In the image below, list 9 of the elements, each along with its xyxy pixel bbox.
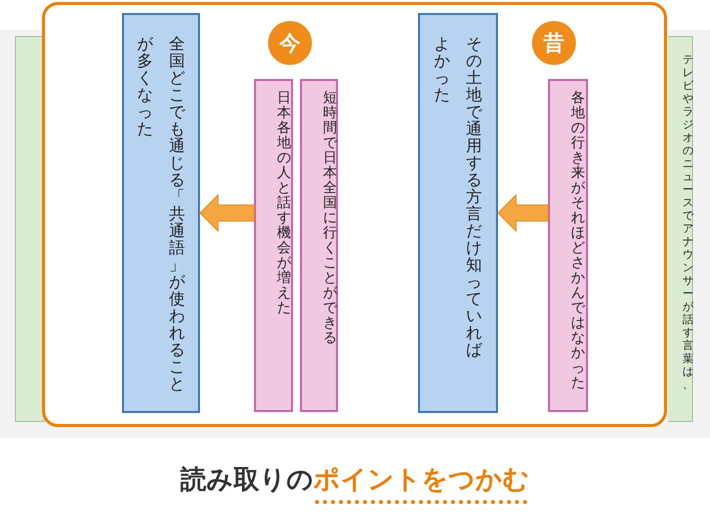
caption: 読み取りのポイントをつかむ — [180, 465, 530, 495]
block-arrow — [497, 194, 548, 232]
result-box: その土地で通用する方言だけ知っていればよかった — [418, 13, 498, 413]
block-arrow — [199, 194, 254, 232]
statement-box: 日本各地の人と話す機会が増えた — [254, 79, 293, 412]
result-box: 全国どこでも通じる「共通語」が使われることが多くなった — [122, 13, 200, 413]
statement-box: 短時間で日本全国に行くことができる — [300, 79, 338, 412]
statement-box: 各地の行き来がそれほどさかんではなかった — [548, 79, 588, 412]
textbook-strip: テレビやラジオのニュースでアナウンサーが話す言葉は、 — [668, 36, 693, 422]
